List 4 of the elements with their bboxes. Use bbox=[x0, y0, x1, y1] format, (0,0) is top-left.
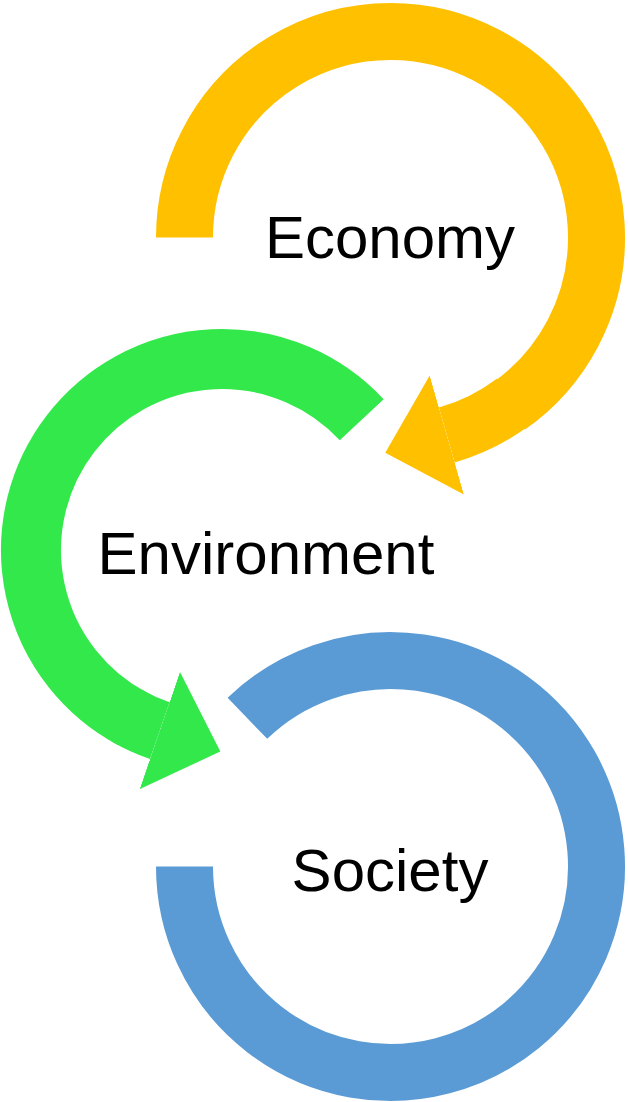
node-label: Society bbox=[291, 835, 489, 905]
curved-arrow bbox=[112, 672, 220, 789]
node-label: Economy bbox=[264, 202, 516, 272]
node-label: Environment bbox=[97, 518, 435, 588]
